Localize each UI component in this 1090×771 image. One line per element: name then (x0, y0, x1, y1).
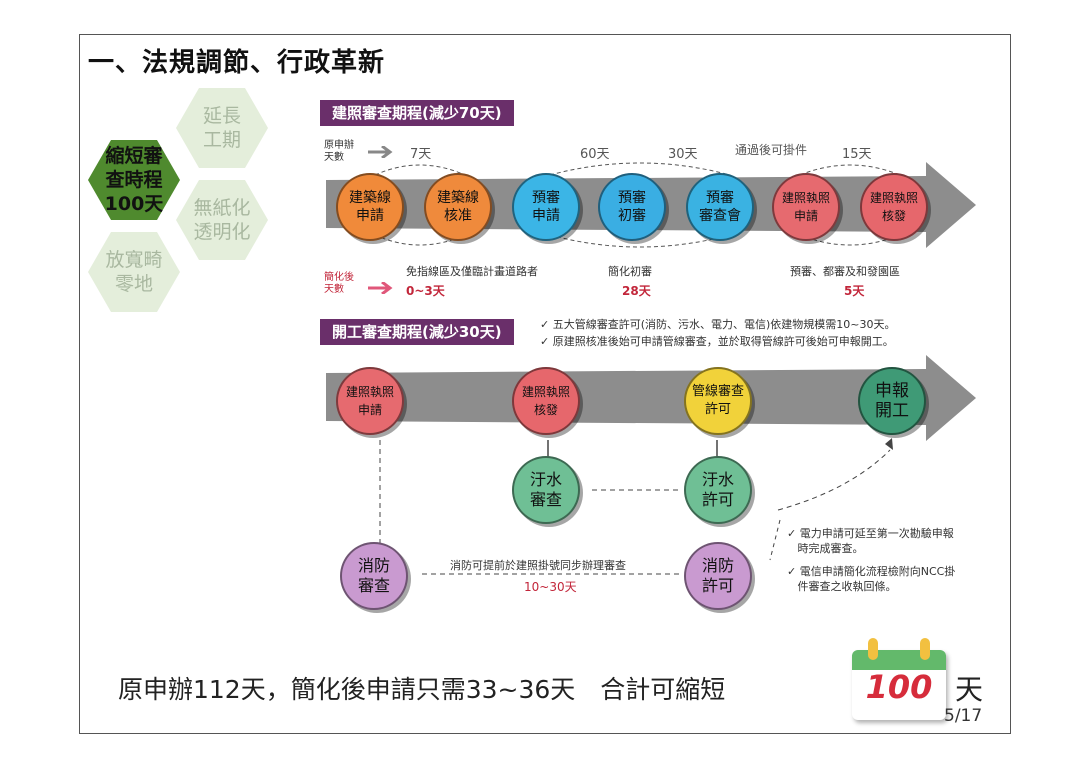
step2-fire-permit: 消防 許可 (684, 542, 752, 610)
step2-pipeline-permit: 管線審查 許可 (684, 367, 752, 435)
step-building-line-apply: 建築線 申請 (336, 173, 404, 241)
calendar-icon: 100 (852, 636, 946, 720)
step-permit-apply: 建照執照 申請 (772, 173, 840, 241)
note-simplified-initial: 簡化初審 (608, 265, 652, 278)
section2-note-1: ✓ 五大管線審查許可(消防、污水、電力、電信)依建物規模需10~30天。 (540, 318, 896, 331)
step-permit-issue: 建照執照 核發 (860, 173, 928, 241)
page-number: 5/17 (944, 706, 983, 726)
original-arrow-icon (368, 146, 393, 158)
step-prereview-apply: 預審 申請 (512, 173, 580, 241)
section2-banner: 開工審查期程(減少30天) (320, 319, 514, 345)
summary-text: 原申辦112天，簡化後申請只需33~36天 合計可縮短 (118, 675, 726, 704)
days-unit: 天 (955, 673, 984, 706)
section2-timeline-arrow (326, 355, 976, 441)
step2-sewage-permit: 汙水 許可 (684, 456, 752, 524)
step2-permit-issue: 建照執照 核發 (512, 367, 580, 435)
simplified-arrow-icon (368, 282, 393, 294)
step2-start-work: 申報 開工 (858, 367, 926, 435)
step-prereview-committee: 預審 審查會 (686, 173, 754, 241)
section1-banner: 建照審查期程(減少70天) (320, 100, 514, 126)
step-prereview-initial: 預審 初審 (598, 173, 666, 241)
page-title: 一、法規調節、行政革新 (88, 48, 386, 78)
side-note-telecom: ✓ 電信申請簡化流程檢附向NCC掛 件審查之收執回條。 (787, 565, 956, 593)
step-building-line-approve: 建築線 核准 (424, 173, 492, 241)
top-days-2: 60天 (580, 147, 610, 162)
note-prereview-etc: 預審、都審及和發園區 (790, 265, 900, 278)
note-simplified-days: 28天 (622, 284, 651, 298)
step2-permit-apply: 建照執照 申請 (336, 367, 404, 435)
top-days-5: 15天 (842, 147, 872, 162)
note-exempt-days: 0~3天 (406, 284, 445, 298)
calendar-number: 100 (865, 668, 933, 706)
step2-sewage-review: 汙水 審查 (512, 456, 580, 524)
fire-note: 消防可提前於建照掛號同步辦理審查 (450, 559, 626, 572)
original-days-label: 原申辦 天數 (324, 140, 354, 163)
top-days-4: 通過後可掛件 (735, 143, 808, 157)
note-exempt: 免指線區及僅臨計畫道路者 (406, 265, 538, 278)
side-note-power: ✓ 電力申請可延至第一次勘驗申報 時完成審查。 (787, 527, 954, 555)
section2-note-2: ✓ 原建照核准後始可申請管線審查，並於取得管線許可後始可申報開工。 (540, 335, 894, 348)
top-days-3: 30天 (668, 147, 698, 162)
note-prereview-days: 5天 (844, 284, 865, 298)
step2-fire-review: 消防 審查 (340, 542, 408, 610)
fire-days: 10~30天 (524, 580, 577, 594)
simplified-days-label: 簡化後 天數 (324, 272, 354, 295)
top-days-1: 7天 (410, 147, 432, 162)
